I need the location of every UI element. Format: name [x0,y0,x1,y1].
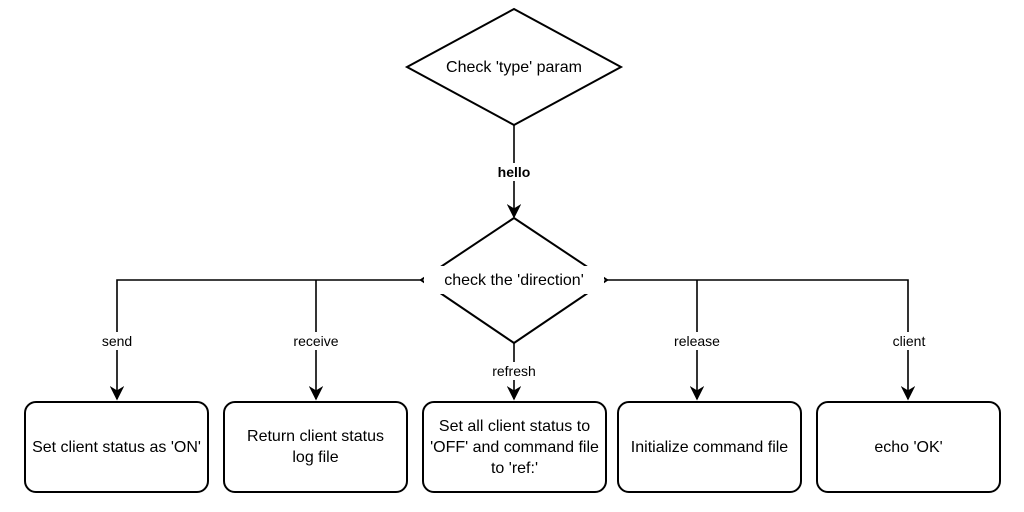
edge-client-label: client [886,332,932,350]
process-receive-label: Return client status log file [247,428,384,466]
edge-hello-label: hello [490,163,538,181]
edge-refresh-label: refresh [487,362,541,380]
edge-receive-label: receive [286,332,346,350]
process-release-label: Initialize command file [630,438,789,456]
decision-check-type-label: Check 'type' param [446,58,582,76]
edge-release-label: release [668,332,726,350]
process-client-shape [816,401,1001,493]
decision-check-direction-label: check the 'direction' [424,266,604,294]
process-send-label: Set client status as 'ON' [32,438,201,456]
edge-send-label: send [95,332,139,350]
process-receive-shape [223,401,408,493]
process-release-shape [617,401,802,493]
process-send-shape [24,401,209,493]
process-refresh-shape [422,401,607,493]
edge-send-line [109,279,421,401]
edge-client-line [607,279,916,401]
process-refresh-label: Set all client status to 'OFF' and comma… [430,417,599,477]
process-client-label: echo 'OK' [874,438,943,456]
